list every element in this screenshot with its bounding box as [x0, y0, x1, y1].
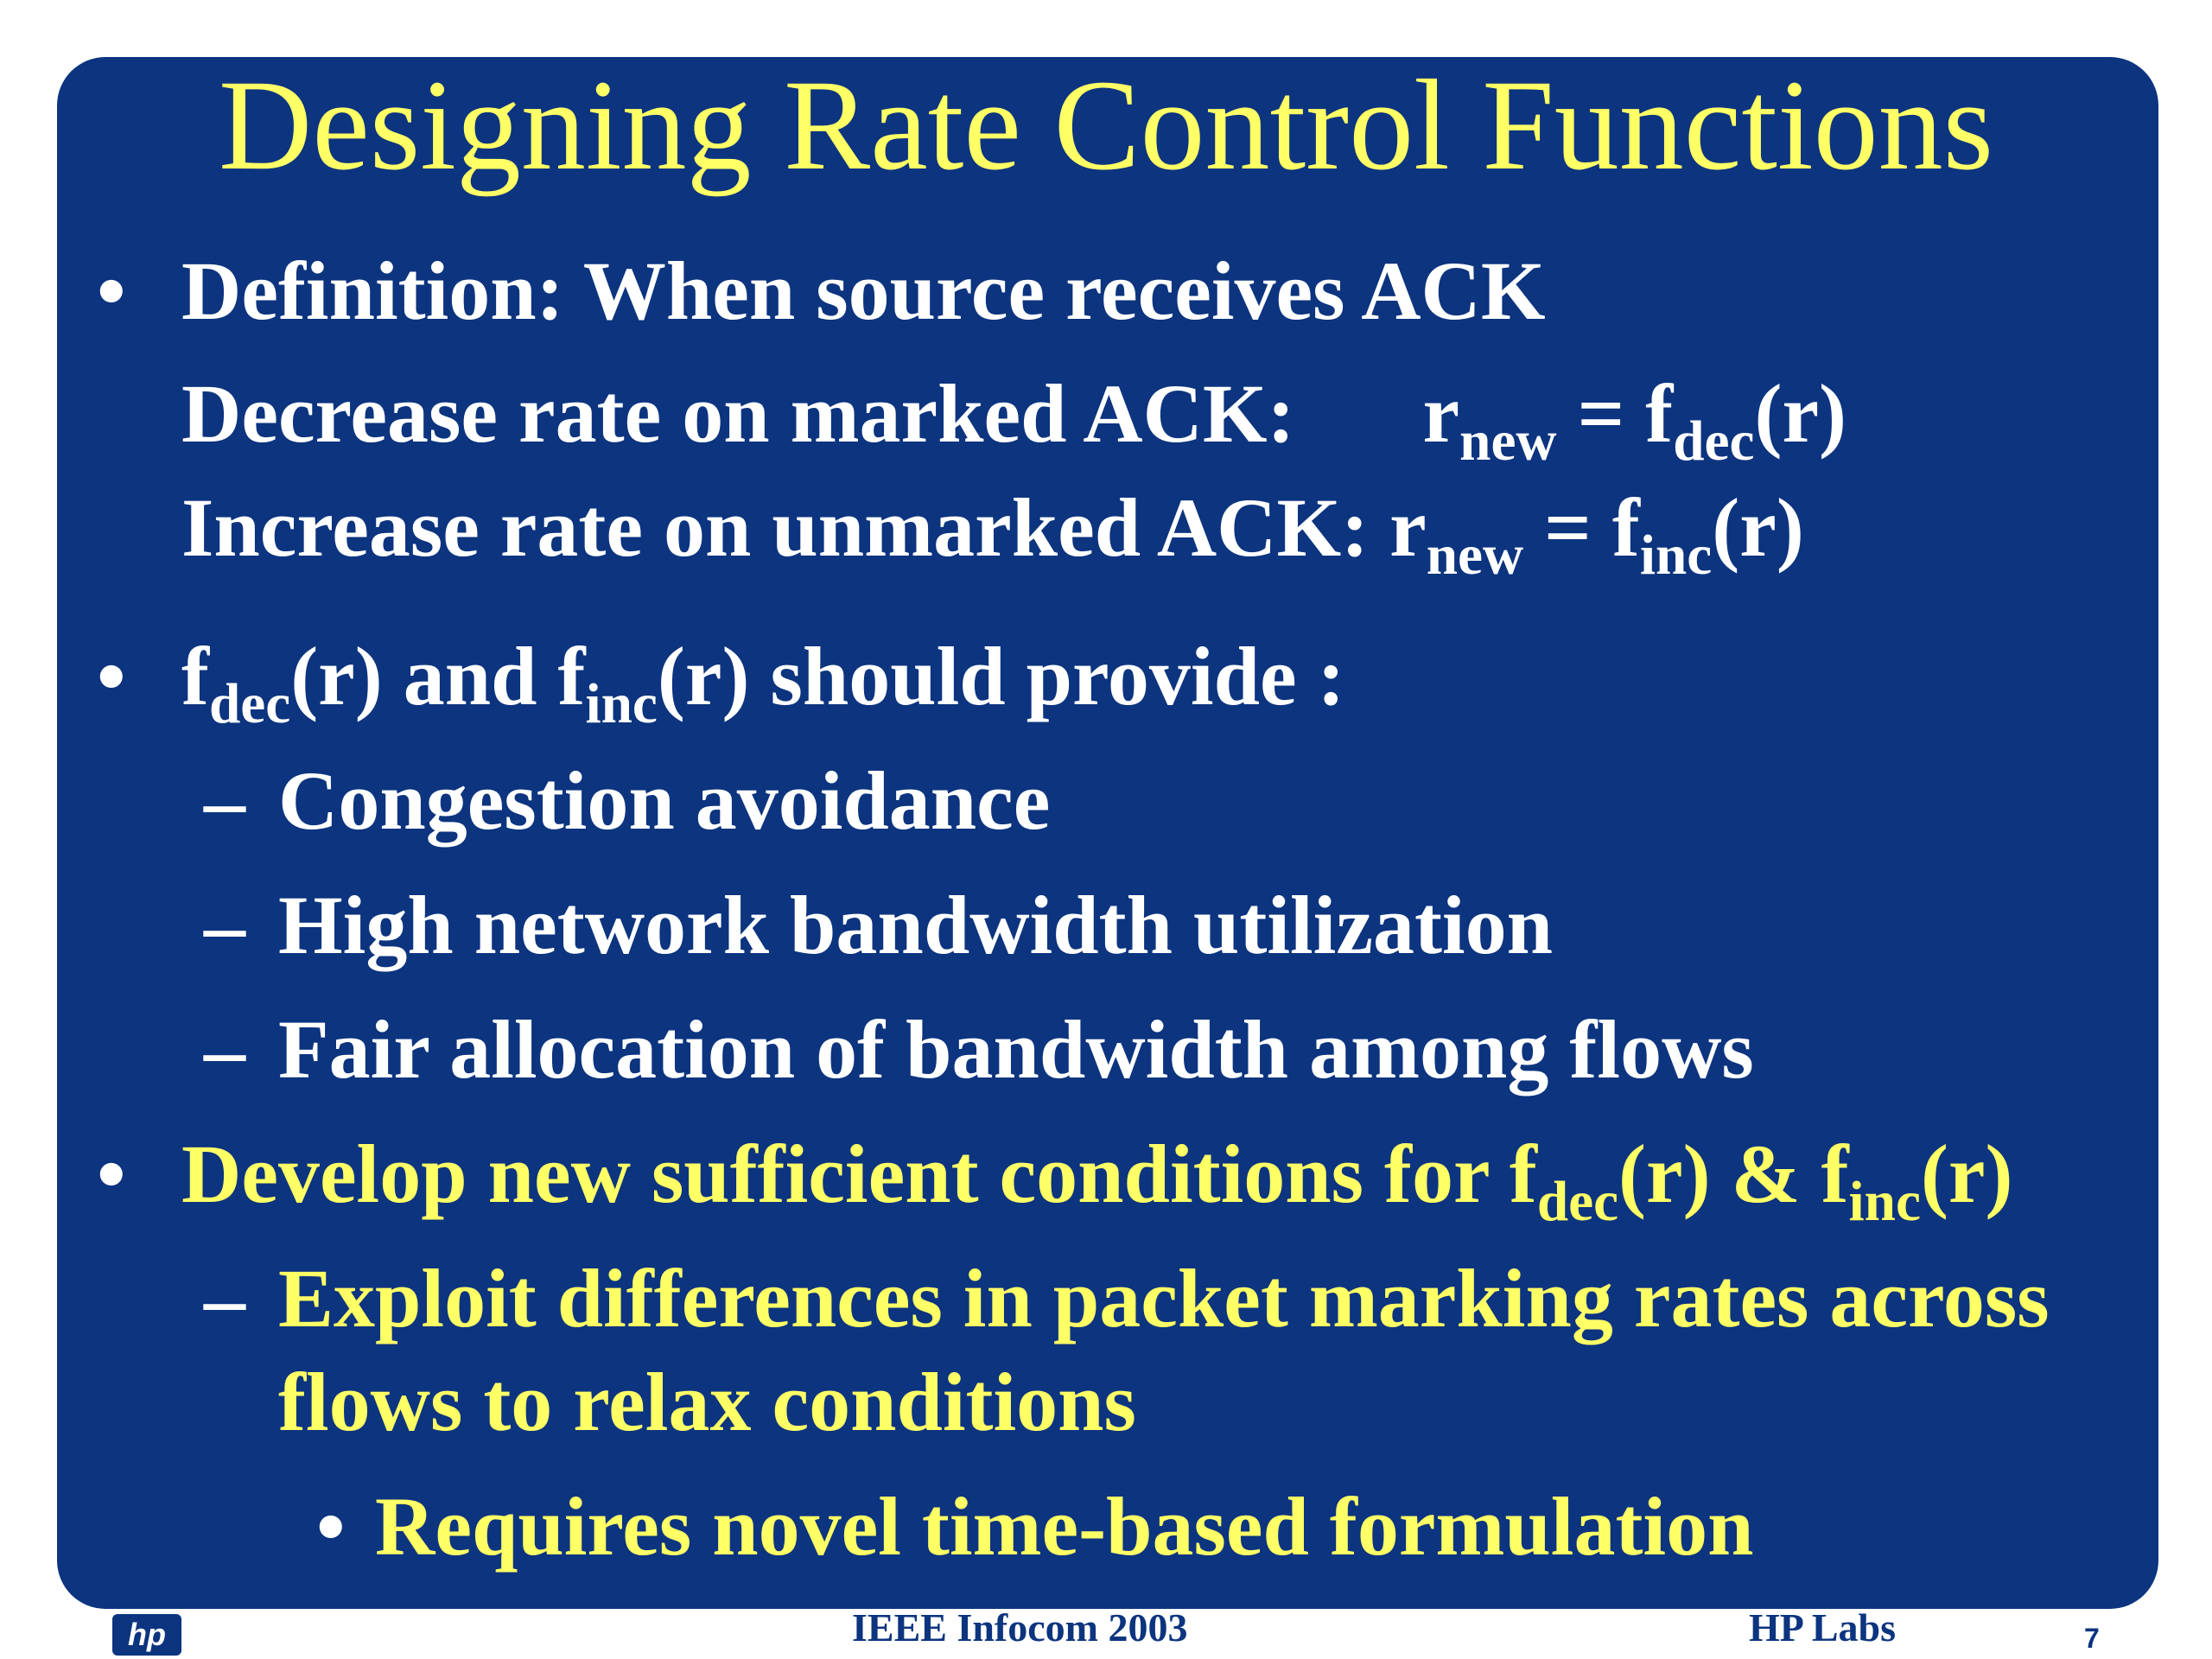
page-number: 7 — [2084, 1623, 2100, 1654]
footer-conference: IEEE Infocom 2003 — [852, 1605, 1188, 1649]
slide-title: Designing Rate Control Functions — [218, 54, 1994, 197]
decrease-rate-label: Decrease rate on marked ACK: — [181, 367, 1295, 460]
sub-bullet-utilization: High network bandwidth utilization — [278, 879, 1553, 971]
increase-formula: rnew = finc(r) — [1389, 481, 1804, 587]
increase-rate-line: Increase rate on unmarked ACK: rnew = fi… — [181, 480, 1804, 587]
hp-logo: hp — [112, 1614, 181, 1656]
slide-panel — [57, 57, 2158, 1609]
bullet-develop: Develop new sufficient conditions for fd… — [181, 1128, 2013, 1233]
sub-bullet-fairness: Fair allocation of bandwidth among flows — [278, 1003, 1754, 1096]
dash-marker: – — [204, 879, 245, 971]
bullet-marker: • — [97, 245, 126, 337]
bullet-marker: • — [97, 1128, 126, 1220]
sub-sub-bullet-formulation: Requires novel time-based formulation — [375, 1480, 1754, 1573]
dash-marker: – — [204, 754, 245, 847]
dash-marker: – — [204, 1252, 245, 1344]
decrease-formula: rnew = fdec(r) — [1422, 367, 1847, 473]
dash-marker: – — [204, 1003, 245, 1096]
bullet-marker: • — [97, 630, 126, 722]
bullet-marker: • — [316, 1480, 346, 1573]
increase-rate-label: Increase rate on unmarked ACK: — [181, 481, 1370, 574]
sub-bullet-exploit: Exploit differences in packet marking ra… — [278, 1252, 2050, 1344]
bullet-provide: fdec(r) and finc(r) should provide : — [181, 630, 1345, 735]
sub-bullet-congestion: Congestion avoidance — [278, 754, 1051, 847]
sub-bullet-exploit-continued: flows to relax conditions — [278, 1356, 1136, 1448]
footer-organization: HP Labs — [1749, 1605, 1897, 1649]
bullet-definition: Definition: When source receives ACK — [181, 245, 1546, 337]
decrease-rate-line: Decrease rate on marked ACK: rnew = fdec… — [181, 366, 1847, 473]
